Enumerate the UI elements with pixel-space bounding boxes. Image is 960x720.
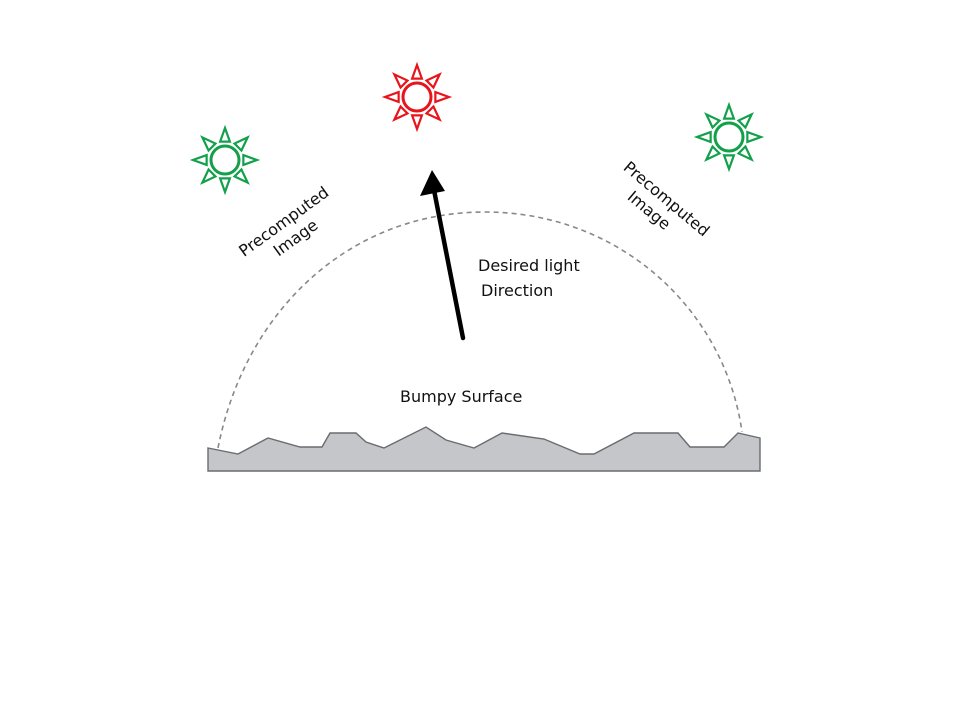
- sun-ray: [218, 124, 232, 143]
- right-sun: [693, 101, 765, 173]
- precomputed-image-left-label: Precomputed Image: [235, 183, 332, 261]
- sun-ray: [410, 61, 424, 80]
- sun-ray: [392, 72, 410, 90]
- sun-ray: [746, 130, 765, 144]
- desired-light-line1: Desired light: [478, 256, 580, 275]
- sun-ray: [722, 154, 736, 173]
- sun-icon: [381, 61, 453, 133]
- sun-ray: [189, 153, 208, 167]
- sun-ray: [200, 135, 218, 153]
- bumpy-surface-label: Bumpy Surface: [400, 387, 522, 406]
- sun-ray: [232, 167, 250, 185]
- bumpy-surface: [207, 426, 761, 472]
- sun-ray: [736, 112, 754, 130]
- precomputed-image-right-label: Precomputed Image: [620, 157, 714, 240]
- left-sun: [189, 124, 261, 196]
- sun-core: [401, 81, 433, 113]
- sun-ray: [704, 144, 722, 162]
- sun-core: [209, 144, 241, 176]
- sun-core: [713, 121, 745, 153]
- sun-icon: [693, 101, 765, 173]
- sun-ray: [242, 153, 261, 167]
- sun-ray: [381, 90, 400, 104]
- sun-ray: [736, 144, 754, 162]
- hemisphere-dome: [217, 211, 743, 449]
- sun-ray: [410, 114, 424, 133]
- sun-ray: [693, 130, 712, 144]
- sun-ray: [424, 72, 442, 90]
- center-sun: [381, 61, 453, 133]
- desired-direction-arrow: [420, 170, 466, 341]
- sun-ray: [704, 112, 722, 130]
- sun-ray: [424, 104, 442, 122]
- sun-ray: [434, 90, 453, 104]
- sun-ray: [200, 167, 218, 185]
- sun-ray: [218, 177, 232, 196]
- sun-ray: [232, 135, 250, 153]
- sun-icon: [189, 124, 261, 196]
- sun-ray: [392, 104, 410, 122]
- desired-light-line2: Direction: [481, 281, 553, 300]
- sun-ray: [722, 101, 736, 120]
